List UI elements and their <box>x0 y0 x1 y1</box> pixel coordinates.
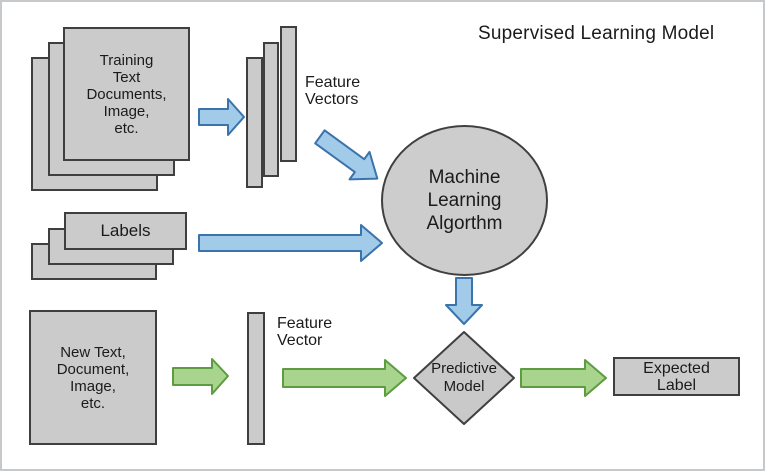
arrow-right-long-green-icon <box>282 359 407 397</box>
training-docs-box: Training Text Documents, Image, etc. <box>63 27 190 161</box>
labels-box: Labels <box>64 212 187 250</box>
arrow-right-green2-icon <box>520 359 607 397</box>
arrow-right-green-icon <box>172 358 229 395</box>
feature-vector-bar-single <box>247 312 265 445</box>
arrow-down-icon <box>445 277 483 325</box>
feature-vector-bar-middle <box>263 42 279 177</box>
new-input-box: New Text, Document, Image, etc. <box>29 310 157 445</box>
ml-algorithm-label: Machine Learning Algorthm <box>426 167 503 234</box>
predictive-model-diamond <box>413 331 515 425</box>
expected-label-box: Expected Label <box>613 357 740 396</box>
labels-label: Labels <box>100 221 151 240</box>
diagram-title: Supervised Learning Model <box>478 23 715 44</box>
arrow-diagonal-icon <box>314 129 379 181</box>
ml-algorithm-circle: Machine Learning Algorthm <box>381 125 548 276</box>
arrow-right-icon <box>198 98 245 136</box>
predictive-model-label: Predictive Model <box>431 360 497 395</box>
feature-vectors-label: Feature Vectors <box>305 74 361 108</box>
feature-vector-bar-front <box>246 57 263 188</box>
feature-vector-label: Feature Vector <box>277 315 333 349</box>
feature-vector-bar-back <box>280 26 297 162</box>
training-docs-label: Training Text Documents, Image, etc. <box>86 51 167 137</box>
expected-label-text: Expected Label <box>643 359 710 394</box>
new-input-label: New Text, Document, Image, etc. <box>56 343 130 412</box>
arrow-right-long-icon <box>198 224 383 262</box>
predictive-model-label-wrap: Predictive Model <box>412 330 516 426</box>
